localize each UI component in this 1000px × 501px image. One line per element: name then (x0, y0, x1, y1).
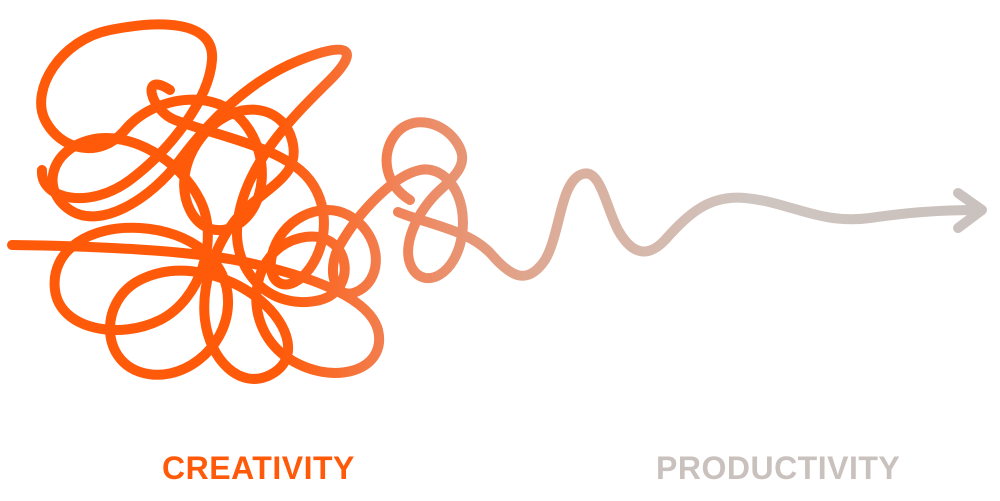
transition-loops (146, 79, 468, 299)
tangled-line (7, 19, 385, 384)
productivity-wave (393, 168, 987, 281)
creativity-label: CREATIVITY (162, 450, 355, 486)
arrow-head-icon (953, 188, 987, 233)
productivity-label: PRODUCTIVITY (656, 450, 901, 486)
